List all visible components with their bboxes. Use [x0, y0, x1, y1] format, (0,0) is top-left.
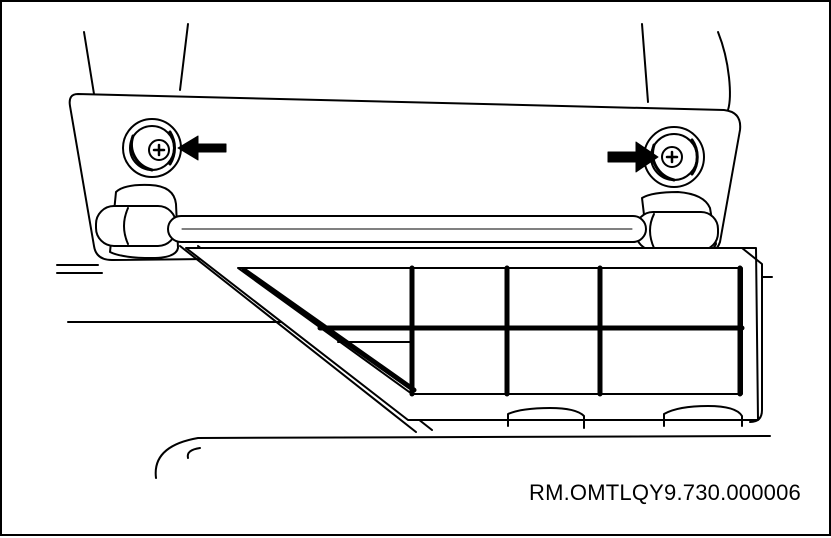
- bottom-clips: [507, 405, 743, 429]
- upper-trim-lines: [83, 23, 731, 111]
- mesh-filter: [185, 247, 763, 423]
- right-grommet: [635, 191, 719, 255]
- arrow-right-icon: [177, 135, 227, 161]
- arrow-left-icon: [607, 141, 659, 173]
- left-grommet: [95, 183, 179, 259]
- support-rod: [167, 215, 647, 243]
- lower-panel-edge: [154, 435, 771, 479]
- left-screw: [122, 118, 182, 178]
- figure-reference-code: RM.OMTLQY9.730.000006: [528, 480, 801, 505]
